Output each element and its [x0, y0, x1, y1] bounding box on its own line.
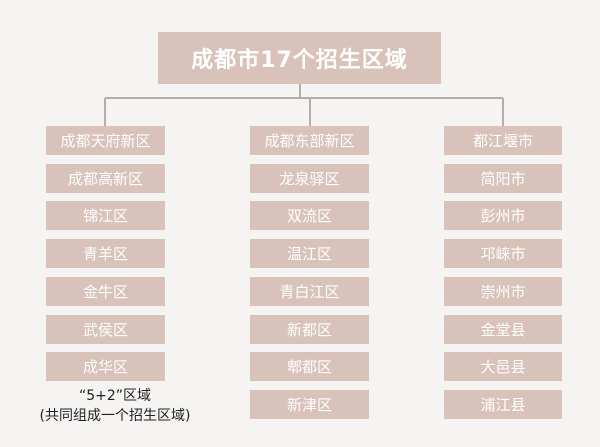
region-box: 浦江县: [444, 390, 562, 419]
region-box: 成都高新区: [46, 164, 165, 193]
region-box: 双流区: [250, 201, 369, 230]
region-box: 郫都区: [250, 352, 369, 381]
region-box: 崇州市: [444, 277, 562, 306]
region-box: 锦江区: [46, 201, 165, 230]
region-box: 简阳市: [444, 164, 562, 193]
region-box: 彭州市: [444, 201, 562, 230]
region-box: 成华区: [46, 352, 165, 381]
region-box: 金堂县: [444, 315, 562, 344]
region-box: 青羊区: [46, 239, 165, 268]
region-box: 温江区: [250, 239, 369, 268]
region-box: 武侯区: [46, 315, 165, 344]
region-box: 成都东部新区: [250, 126, 369, 155]
region-box: 都江堰市: [444, 126, 562, 155]
region-box: 金牛区: [46, 277, 165, 306]
note-line-2: (共同组成一个招生区域): [39, 408, 191, 424]
region-box: 新都区: [250, 315, 369, 344]
region-box: 新津区: [250, 390, 369, 419]
region-box: 大邑县: [444, 352, 562, 381]
note-line-1: “5+2”区域: [78, 388, 152, 404]
region-box: 龙泉驿区: [250, 164, 369, 193]
region-box: 青白江区: [250, 277, 369, 306]
diagram-title: 成都市17个招生区域: [158, 32, 441, 84]
region-box: 邛崃市: [444, 239, 562, 268]
region-box: 成都天府新区: [46, 126, 165, 155]
